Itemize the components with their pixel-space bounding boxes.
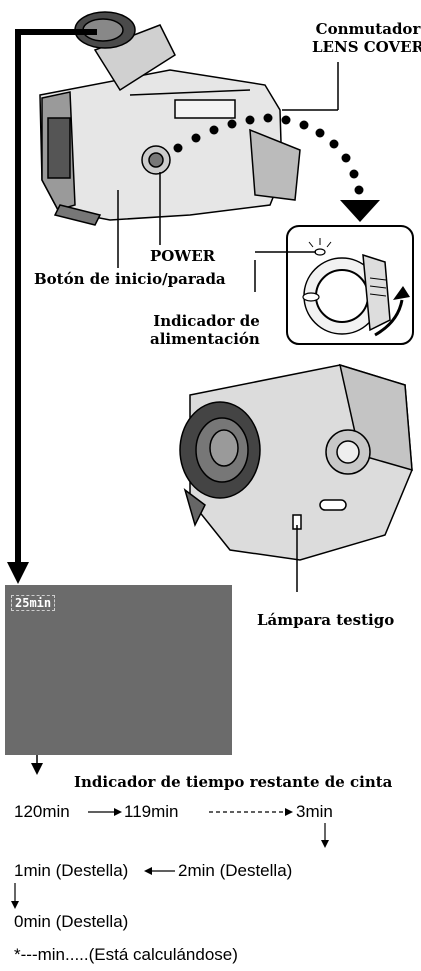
camcorder-top-illustration bbox=[39, 11, 301, 226]
screen-arrow-head bbox=[31, 763, 43, 775]
sequence-0min: 0min (Destella) bbox=[14, 912, 129, 931]
viewfinder-screen: 25min bbox=[5, 585, 232, 755]
power-indicator-label: Indicador de alimentación bbox=[150, 312, 260, 348]
tally-lamp-label: Lámpara testigo bbox=[257, 611, 395, 629]
sequence-120min: 120min bbox=[14, 802, 70, 821]
sequence-1min: 1min (Destella) bbox=[14, 861, 129, 880]
sequence-3min: 3min bbox=[296, 802, 333, 821]
start-stop-button-label: Botón de inicio/parada bbox=[34, 270, 226, 288]
switch-detail-inset bbox=[286, 225, 414, 345]
dotted-arrow bbox=[173, 113, 380, 222]
sequence-arrows bbox=[11, 808, 329, 909]
tape-remaining-title: Indicador de tiempo restante de cinta bbox=[74, 773, 393, 791]
lens-cover-label: Conmutador LENS COVER bbox=[312, 20, 421, 56]
sequence-calculating: *---min.....(Está calculándose) bbox=[14, 945, 238, 964]
viewfinder-arrow bbox=[7, 29, 97, 584]
camcorder-bottom-illustration bbox=[179, 363, 413, 561]
tape-remaining-badge: 25min bbox=[11, 595, 56, 611]
power-label: POWER bbox=[150, 247, 216, 265]
sequence-2min: 2min (Destella) bbox=[178, 861, 293, 880]
sequence-119min: 119min bbox=[124, 802, 179, 821]
